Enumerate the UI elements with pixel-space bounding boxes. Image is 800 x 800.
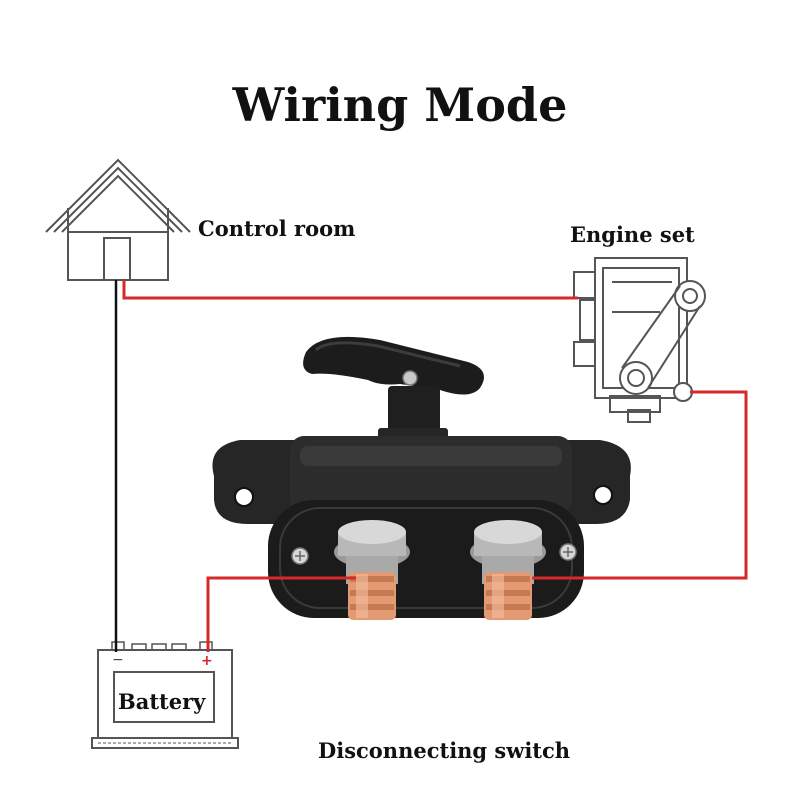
wires (114, 280, 748, 652)
control-wire (122, 280, 578, 300)
left-terminal (334, 520, 410, 620)
battery-negative-marker: − (112, 652, 124, 668)
switch-image (212, 336, 631, 620)
engine-to-switch-wire (532, 390, 748, 580)
label-engine-set: Engine set (570, 222, 695, 247)
house-icon (45, 158, 191, 281)
diagram-title: Wiring Mode (232, 78, 568, 132)
engine-icon (573, 257, 706, 423)
label-battery: Battery (118, 689, 206, 714)
label-disconnecting-switch: Disconnecting switch (318, 738, 571, 763)
battery-icon (91, 641, 239, 749)
battery-positive-marker: + (201, 653, 213, 669)
right-terminal (470, 520, 546, 620)
battery-to-switch-wire (206, 576, 356, 652)
label-control-room: Control room (198, 216, 356, 241)
